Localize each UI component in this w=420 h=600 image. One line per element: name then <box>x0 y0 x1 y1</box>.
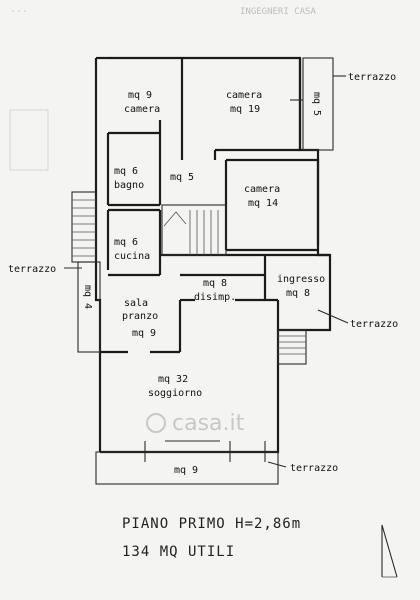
room-name-bagno: bagno <box>114 180 144 191</box>
room-name-cucina: cucina <box>114 251 150 262</box>
faint-logo-box <box>9 109 49 171</box>
room-area-camera-large: mq 19 <box>230 104 260 115</box>
room-area-balcony-bottom: mq 9 <box>174 465 198 476</box>
room-area-disimpegno: mq 8 <box>203 278 227 289</box>
room-area-hall: mq 5 <box>170 172 194 183</box>
north-arrow-icon <box>381 524 398 578</box>
room-area-cucina: mq 6 <box>114 237 138 248</box>
room-area-balcony-right: mq 5 <box>311 92 322 116</box>
room-area-camera-small: mq 9 <box>128 90 152 101</box>
room-area-ingresso: mq 8 <box>286 288 310 299</box>
watermark-text: casa.it <box>172 411 245 436</box>
room-area-soggiorno: mq 32 <box>158 374 188 385</box>
room-name-sala-line2: pranzo <box>122 311 158 322</box>
room-name-camera-mid: camera <box>244 184 280 195</box>
room-area-balcony-left: mq 4 <box>82 285 93 309</box>
room-area-sala-pranzo: mq 9 <box>132 328 156 339</box>
room-name-disimpegno: disimp. <box>194 292 236 303</box>
header-faint-right: INGEGNERI CASA <box>240 7 316 17</box>
balconies <box>77 57 334 485</box>
plan-title-line2: 134 MQ UTILI <box>122 544 235 560</box>
interior-walls <box>100 58 330 354</box>
room-area-camera-mid: mq 14 <box>248 198 278 209</box>
callout-terrazzo-top-right: terrazzo <box>348 72 396 83</box>
room-area-bagno: mq 6 <box>114 166 138 177</box>
callout-terrazzo-bottom: terrazzo <box>290 463 338 474</box>
room-name-soggiorno: soggiorno <box>148 388 202 399</box>
room-name-camera-large: camera <box>226 90 262 101</box>
plan-title-line1: PIANO PRIMO H=2,86m <box>122 516 301 532</box>
callout-lines <box>64 75 349 468</box>
window-marks <box>144 99 303 462</box>
staircases <box>71 191 307 365</box>
callout-terrazzo-left: terrazzo <box>8 264 56 275</box>
room-name-sala-line1: sala <box>124 298 148 309</box>
header-faint-left: ... <box>10 4 28 15</box>
room-name-camera-small: camera <box>124 104 160 115</box>
callout-terrazzo-mid-right: terrazzo <box>350 319 398 330</box>
watermark: casa.it <box>146 411 245 436</box>
room-name-ingresso: ingresso <box>277 274 325 285</box>
